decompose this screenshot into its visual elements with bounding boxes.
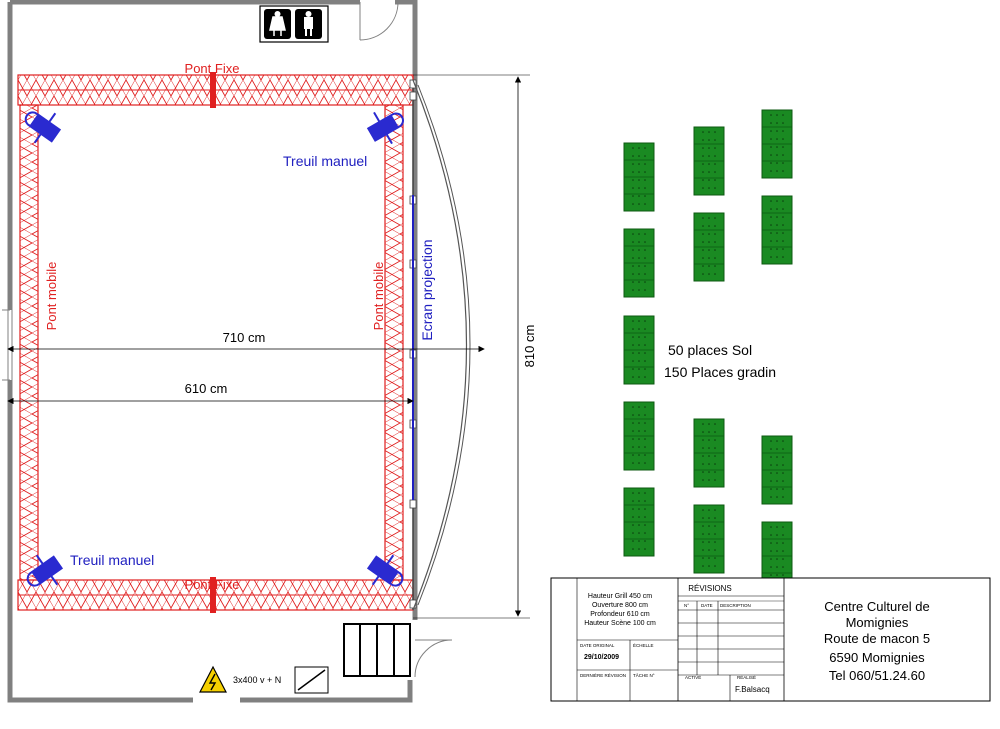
dimension-710: 710 cm: [7, 330, 485, 353]
pont-mobile-left-label: Pont mobile: [44, 262, 59, 331]
title-block: RÉVISIONS N° DATE DESCRIPTION Hauteur Gr…: [550, 577, 991, 702]
rail-clamp: [409, 91, 417, 101]
winch-top-right: [366, 111, 404, 145]
power-switch: [294, 666, 329, 694]
date-original-value: 29/10/2009: [584, 654, 619, 661]
power-spec-label: 3x400 v + N: [233, 675, 281, 685]
seat-block: [693, 126, 725, 196]
high-voltage-icon: [199, 665, 227, 693]
seat-block: [761, 195, 793, 265]
pont-mobile-right-label: Pont mobile: [371, 262, 386, 331]
winch-bottom-right: [366, 554, 404, 587]
seat-block: [623, 142, 655, 212]
spec-line-4: Hauteur Scène 100 cm: [584, 620, 656, 627]
seating-blocks: [623, 109, 793, 591]
dimension-610-label: 610 cm: [185, 381, 228, 396]
dimension-710-label: 710 cm: [223, 330, 266, 345]
winch-top-left: [24, 111, 62, 144]
seat-block: [623, 228, 655, 298]
seat-block: [693, 418, 725, 488]
spec-line-2: Ouverture 800 cm: [592, 602, 648, 609]
spec-line-3: Profondeur 610 cm: [590, 611, 650, 618]
rev-header-no: N°: [684, 603, 689, 608]
rail-clamp: [409, 499, 417, 509]
seat-block: [761, 109, 793, 179]
seat-block: [761, 435, 793, 505]
pont-fixe-bottom-label: Pont Fixe: [185, 577, 240, 592]
venue-line-5: Tel 060/51.24.60: [829, 668, 925, 683]
seat-block: [623, 487, 655, 557]
stage-steps: [343, 623, 411, 677]
winch-bottom-left: [26, 554, 64, 587]
seats-gradin-label: 150 Places gradin: [664, 364, 776, 380]
venue-line-2: Momignies: [846, 615, 909, 630]
derniere-revision-label: DERNIÈRE RÉVISION: [580, 672, 626, 678]
seat-block: [693, 212, 725, 282]
seat-block: [693, 504, 725, 574]
venue-line-3: Route de macon 5: [824, 631, 930, 646]
revisions-title: RÉVISIONS: [688, 584, 732, 593]
dimension-810-label: 810 cm: [522, 325, 537, 368]
ecran-projection-label: Ecran projection: [419, 239, 435, 340]
spec-line-1: Hauteur Grill 450 cm: [588, 593, 652, 600]
venue-line-4: 6590 Momignies: [829, 650, 925, 665]
venue-line-1: Centre Culturel de: [824, 599, 930, 614]
date-original-label: DATE ORIGINAL: [580, 643, 615, 648]
active-label: ACTIVÉ: [685, 674, 701, 680]
rev-header-description: DESCRIPTION: [720, 603, 751, 608]
seats-sol-label: 50 places Sol: [668, 342, 752, 358]
treuil-bottom-label: Treuil manuel: [70, 552, 154, 568]
truss-frame: [17, 72, 414, 613]
realise-label: RÉALISÉ: [737, 674, 756, 680]
rev-header-date: DATE: [701, 603, 713, 608]
curtain-rail: [409, 79, 471, 611]
echelle-label: ÉCHELLE: [633, 642, 654, 648]
author-name: F.Balsacq: [735, 685, 770, 694]
tache-label: TÂCHE N°: [633, 672, 655, 678]
treuil-top-label: Treuil manuel: [283, 153, 367, 169]
pont-fixe-top-label: Pont Fixe: [185, 61, 240, 76]
dimension-810: 810 cm: [413, 74, 537, 619]
dimension-610: 610 cm: [7, 381, 414, 405]
seat-block: [623, 315, 655, 385]
seat-block: [623, 401, 655, 471]
restroom-icon: [259, 5, 329, 43]
